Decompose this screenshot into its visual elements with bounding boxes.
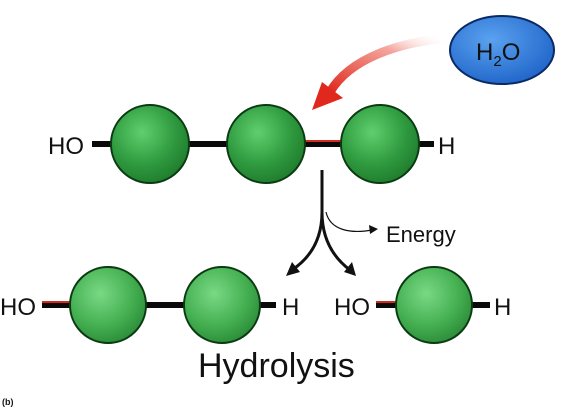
water-ellipse — [449, 15, 555, 85]
right-split-arrow — [320, 211, 351, 272]
right-split-arrowhead — [344, 262, 356, 276]
polymer-right-end: H — [438, 133, 455, 160]
energy-arrowhead — [369, 225, 378, 234]
polymer: HO H — [48, 104, 455, 184]
monomer-ball — [395, 266, 473, 344]
panel-label: (b) — [2, 397, 14, 407]
left-split-arrowhead — [286, 262, 300, 276]
dimer-right-end: H — [282, 294, 299, 321]
monomer-left-end: HO — [334, 294, 370, 321]
water-molecule: H2O — [449, 15, 555, 85]
arrow-head — [312, 82, 343, 110]
energy-label: Energy — [386, 222, 456, 247]
polymer-left-end: HO — [48, 133, 84, 160]
water-attack-arrow — [312, 33, 453, 110]
dimer-monomer-2 — [183, 266, 261, 344]
polymer-monomer-3 — [340, 104, 420, 184]
dimer-monomer-1 — [69, 266, 147, 344]
monomer-right-end: H — [494, 294, 511, 321]
polymer-monomer-2 — [226, 104, 306, 184]
water-label: H2O — [476, 39, 520, 70]
polymer-monomer-1 — [110, 104, 190, 184]
process-title: Hydrolysis — [198, 347, 355, 385]
arrow-shaft — [325, 33, 453, 97]
energy-arrow — [325, 211, 373, 233]
left-split-arrow — [291, 170, 324, 272]
dimer-left-end: HO — [0, 294, 36, 321]
product-monomer: HO H — [334, 266, 511, 344]
split-arrows: Energy — [286, 170, 456, 276]
product-dimer: HO H — [0, 266, 299, 344]
